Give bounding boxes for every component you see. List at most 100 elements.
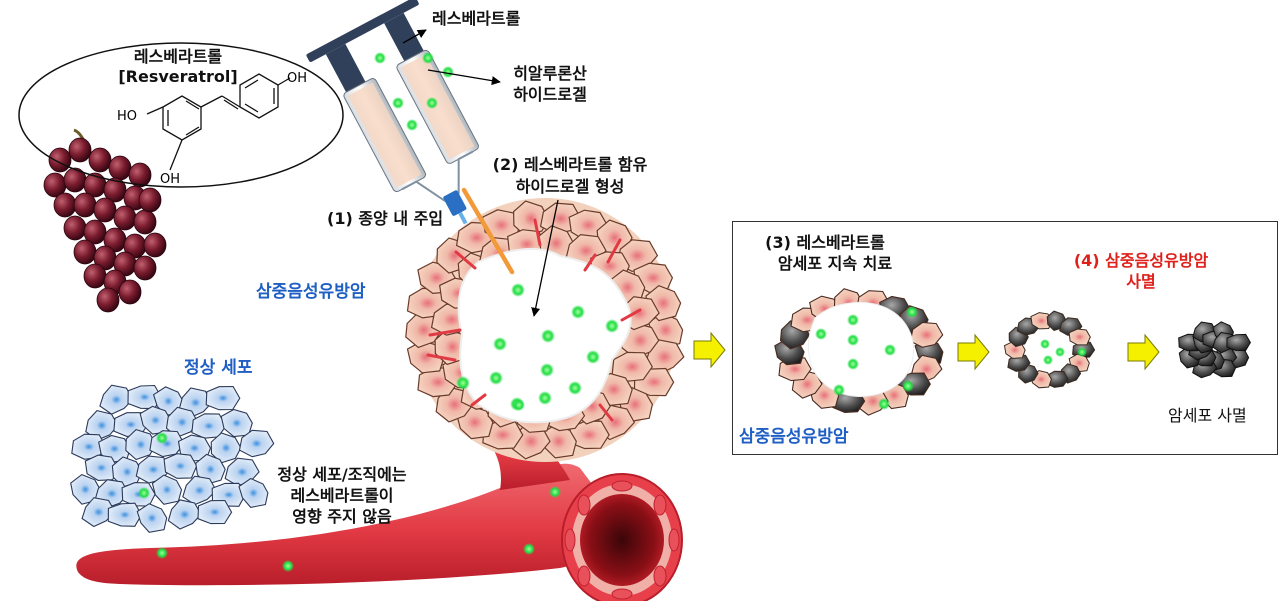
hydrogel-dot <box>282 560 294 572</box>
normal-cell <box>99 384 134 415</box>
hydrogel-dot <box>833 384 845 396</box>
flow-arrow-3 <box>1127 333 1160 371</box>
normal-cell <box>195 453 226 485</box>
step3-label-1: (3) 레스베라트롤 <box>765 233 885 252</box>
step2-label-1: (2) 레스베라트롤 함유 <box>492 155 648 174</box>
hydrogel-dot <box>847 334 859 346</box>
hydrogel-dot <box>541 329 555 343</box>
grape <box>113 205 137 231</box>
grape <box>138 187 162 213</box>
syringe-resveratrol-label: 레스베라트롤 <box>432 9 521 28</box>
normal-cell <box>151 474 183 505</box>
grape <box>68 137 92 163</box>
grape <box>53 192 77 218</box>
hydrogel-dot <box>523 543 535 555</box>
arrow-hydrogel <box>427 69 501 86</box>
hydrogel-dots-circulating <box>138 399 561 572</box>
treatment-panel <box>732 221 1278 455</box>
oh-bottom-label: OH <box>160 172 180 187</box>
normal-cell <box>191 413 227 439</box>
grape-cluster-image <box>43 128 167 313</box>
syringe <box>306 0 515 275</box>
tnbc-main-label: 삼중음성유방암 <box>256 282 366 302</box>
hydrogel-dot <box>884 344 896 356</box>
normal-note-1: 정상 세포/조직에는 <box>277 465 407 484</box>
oh-top-label: OH <box>287 71 307 86</box>
normal-cell <box>81 497 116 528</box>
cell-death-label: 암세포 사멸 <box>1168 406 1247 425</box>
normal-cell <box>238 477 269 509</box>
tumor-cell <box>1030 312 1053 330</box>
grape <box>63 215 87 241</box>
hydrogel-dot <box>540 363 554 377</box>
grape <box>133 209 157 235</box>
normal-note-3: 영향 주지 않음 <box>292 507 392 526</box>
hydrogel-dot <box>426 97 438 109</box>
hydrogel-dot <box>568 381 582 395</box>
tumor-shrinking <box>1003 310 1096 389</box>
arrow-hydrogel-formation <box>531 199 559 317</box>
normal-cell <box>107 502 143 527</box>
grape <box>93 197 117 223</box>
normal-cell <box>163 453 198 479</box>
hydrogel-dot <box>571 305 585 319</box>
normal-cell-label: 정상 세포 <box>184 358 253 378</box>
hydrogel-dot <box>902 380 914 392</box>
hydrogel-dot <box>513 399 525 411</box>
hydrogel-dot <box>406 119 418 131</box>
hydrogel-dot <box>374 52 386 64</box>
grape <box>48 147 72 173</box>
hydrogel-core-treated <box>807 301 915 397</box>
normal-cell <box>205 385 241 411</box>
arrow-resveratrol <box>402 29 427 44</box>
step2-label-2: 하이드로겔 형성 <box>515 177 625 196</box>
grape <box>103 177 127 203</box>
hydrogel-dot <box>138 487 150 499</box>
grape <box>108 155 132 181</box>
step4-label-2: 사멸 <box>1126 272 1156 291</box>
oh-left-label: HO <box>117 109 137 124</box>
flow-arrow-1 <box>693 331 726 369</box>
hydrogel-dot <box>511 283 525 297</box>
grape <box>96 287 120 313</box>
hydrogel-dot <box>815 328 827 340</box>
normal-cell <box>182 475 217 506</box>
resveratrol-structure <box>146 73 291 171</box>
hydrogel-dot <box>538 391 552 405</box>
hydrogel-dot <box>1055 347 1065 357</box>
hydrogel-dots-treated <box>815 306 918 410</box>
hydrogel-dots-main <box>456 283 619 411</box>
syringe-hydrogel-label-2: 하이드로겔 <box>513 85 587 104</box>
hydrogel-dot <box>1077 347 1087 357</box>
normal-cell <box>85 409 119 441</box>
hydrogel-dot <box>878 398 890 410</box>
step3-label-2: 암세포 지속 치료 <box>777 254 893 273</box>
tumor-cell <box>611 351 654 382</box>
tumor-cell <box>1068 328 1091 346</box>
tumor-dead <box>1178 321 1251 379</box>
hydrogel-dot <box>1040 339 1050 349</box>
flow-arrow-2 <box>957 333 990 371</box>
hydrogel-dot <box>549 486 561 498</box>
grape <box>88 147 112 173</box>
normal-cell <box>210 432 242 464</box>
hydrogel-dot <box>456 376 470 390</box>
hydrogel-dot <box>489 371 503 385</box>
resveratrol-title-en: [Resveratrol] <box>118 67 238 86</box>
normal-cell <box>167 499 202 530</box>
hydrogel-dot <box>586 350 600 364</box>
dead-cell <box>1226 333 1251 352</box>
normal-cell <box>197 499 233 525</box>
hydrogel-dot <box>605 319 619 333</box>
hydrogel-dot <box>847 314 859 326</box>
grape <box>133 255 157 281</box>
normal-cell <box>220 408 253 438</box>
grape <box>83 263 107 289</box>
grape <box>118 279 142 305</box>
step4-label-1: (4) 삼중음성유방암 <box>1073 251 1209 270</box>
normal-cell <box>165 406 199 438</box>
hydrogel-dot <box>442 66 454 78</box>
hydrogel-dot <box>1043 355 1053 365</box>
resveratrol-title-ko: 레스베라트롤 <box>133 47 223 66</box>
